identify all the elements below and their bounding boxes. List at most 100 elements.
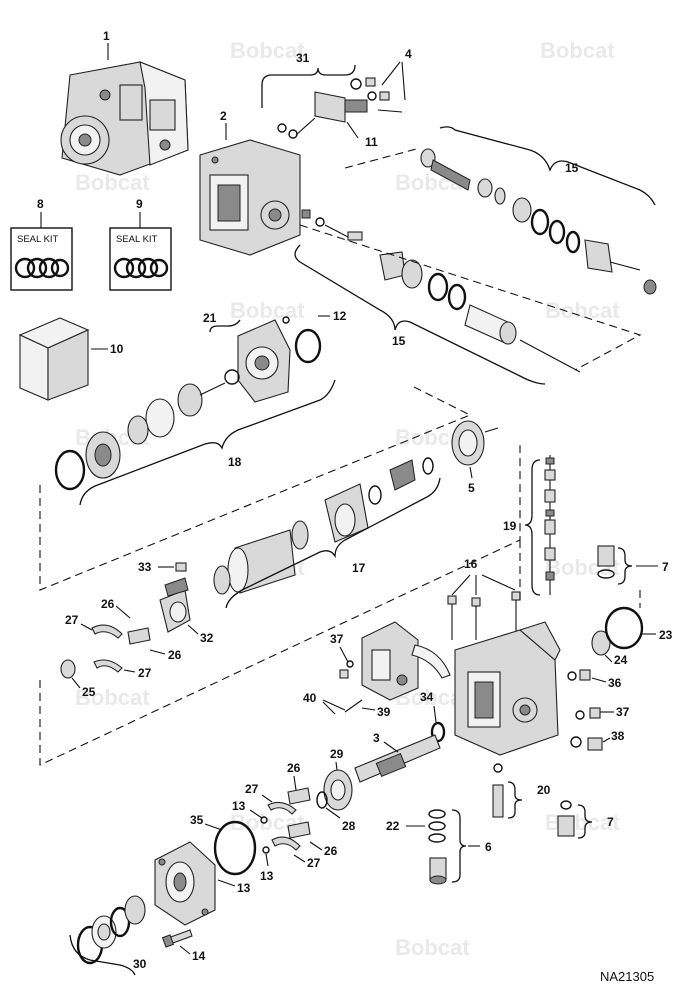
watermark-text: Bobcat <box>230 298 305 323</box>
bearing-26 <box>127 627 151 645</box>
seal-24 <box>591 630 611 656</box>
callout-12: 12 <box>333 309 347 323</box>
callout-31: 31 <box>296 51 310 65</box>
callout-37: 37 <box>330 632 344 646</box>
callout-21: 21 <box>203 311 217 325</box>
callout-20: 20 <box>537 783 551 797</box>
callout-22: 22 <box>386 819 400 833</box>
bearing-half-27 <box>91 624 123 639</box>
callout-40: 40 <box>303 691 317 705</box>
bearing-29 <box>323 769 353 811</box>
callout-5: 5 <box>468 481 475 495</box>
part-33 <box>175 562 187 572</box>
rings-22-and-fitting-6 <box>428 809 447 885</box>
valve-stack-15-lower <box>301 209 581 373</box>
callout-37: 37 <box>616 705 630 719</box>
bearing-26 <box>287 821 311 839</box>
callout-26: 26 <box>324 844 338 858</box>
pump-assembly-illustration <box>60 61 189 176</box>
seal-kit-9: 9 SEAL KIT <box>109 197 172 291</box>
bearing-half-27 <box>93 659 123 673</box>
callout-6: 6 <box>485 840 492 854</box>
callout-27: 27 <box>65 613 79 627</box>
gerotor-stack-18 <box>54 382 226 491</box>
callout-17: 17 <box>352 561 366 575</box>
watermark-text: Bobcat <box>545 298 620 323</box>
callout-11: 11 <box>365 135 378 149</box>
end-cover <box>154 841 216 926</box>
fitting-20 <box>492 763 504 818</box>
callout-3: 3 <box>373 731 380 745</box>
center-housing-39 <box>361 621 451 701</box>
callout-4: 4 <box>405 47 412 61</box>
callout-7: 7 <box>607 815 614 829</box>
callout-36: 36 <box>608 676 622 690</box>
callout-23: 23 <box>659 628 673 642</box>
swashplate-32 <box>159 577 191 633</box>
box-part-10 <box>18 317 90 401</box>
callout-26: 26 <box>101 597 115 611</box>
bearing-26 <box>287 787 311 805</box>
callout-27: 27 <box>245 782 259 796</box>
seal-kit-title: SEAL KIT <box>17 234 59 245</box>
callout-15: 15 <box>565 161 579 175</box>
watermark-text: Bobcat <box>75 685 150 710</box>
callout-1: 1 <box>103 29 110 43</box>
callout-19: 19 <box>503 519 517 533</box>
callout-15: 15 <box>392 334 406 348</box>
callout-18: 18 <box>228 455 242 469</box>
callout-38: 38 <box>611 729 625 743</box>
watermark-text: Bobcat <box>395 935 470 960</box>
callout-25: 25 <box>82 685 96 699</box>
callout-16: 16 <box>464 557 478 571</box>
callout-24: 24 <box>614 653 628 667</box>
ring-28 <box>316 791 328 809</box>
drawing-code: NA21305 <box>600 969 654 984</box>
callout-27: 27 <box>138 666 152 680</box>
linkage-part-11 <box>277 77 403 139</box>
callout-39: 39 <box>377 705 391 719</box>
rotating-group-17 <box>213 457 434 595</box>
callout-26: 26 <box>168 648 182 662</box>
main-housing <box>454 621 561 756</box>
seal-kit-title: SEAL KIT <box>116 234 158 245</box>
watermark-text: Bobcat <box>540 38 615 63</box>
callout-28: 28 <box>342 819 356 833</box>
bolt-14 <box>161 929 193 948</box>
callout-26: 26 <box>287 761 301 775</box>
seal-kit-callout: 9 <box>136 197 143 211</box>
callout-7: 7 <box>662 560 669 574</box>
callout-29: 29 <box>330 747 344 761</box>
o-ring-35 <box>213 820 257 876</box>
callout-13: 13 <box>232 799 246 813</box>
callout-35: 35 <box>190 813 204 827</box>
callout-30: 30 <box>133 957 147 971</box>
callout-13: 13 <box>237 881 251 895</box>
valve-stack-19 <box>544 455 556 595</box>
callout-34: 34 <box>420 690 434 704</box>
watermark-text: Bobcat <box>75 170 150 195</box>
seal-stack-30 <box>76 895 146 965</box>
housing-part-2 <box>199 139 301 256</box>
callout-14: 14 <box>192 949 206 963</box>
plug-part-7 <box>597 545 615 579</box>
watermark-text: Bobcat <box>230 38 305 63</box>
bearing-half-27 <box>267 801 297 815</box>
callout-32: 32 <box>200 631 214 645</box>
plug-part-7-lower <box>557 800 575 837</box>
seal-kit-callout: 8 <box>37 197 44 211</box>
callout-13: 13 <box>260 869 274 883</box>
o-ring-23 <box>604 606 644 650</box>
callout-27: 27 <box>307 856 321 870</box>
cover-part-21 <box>224 316 322 403</box>
callout-10: 10 <box>110 342 124 356</box>
washer-25 <box>60 659 76 679</box>
valve-stack-15-upper <box>420 148 657 295</box>
plate-part-5 <box>451 420 499 466</box>
bolts-16 <box>447 591 521 640</box>
callout-33: 33 <box>138 560 152 574</box>
shaft-part-3 <box>354 734 441 783</box>
callout-2: 2 <box>220 109 227 123</box>
bearing-half-27 <box>271 836 301 851</box>
